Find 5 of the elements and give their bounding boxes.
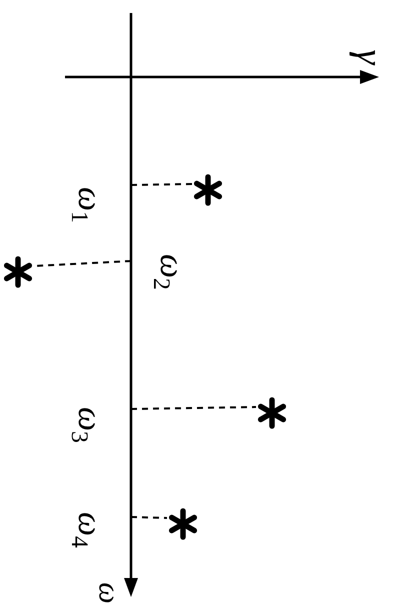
dashed-leader-line bbox=[130, 516, 168, 519]
axis-label: γ bbox=[350, 50, 388, 64]
dashed-leader-line bbox=[130, 183, 192, 186]
dashed-leader-line bbox=[130, 406, 256, 410]
axis-label: ω bbox=[94, 582, 124, 604]
